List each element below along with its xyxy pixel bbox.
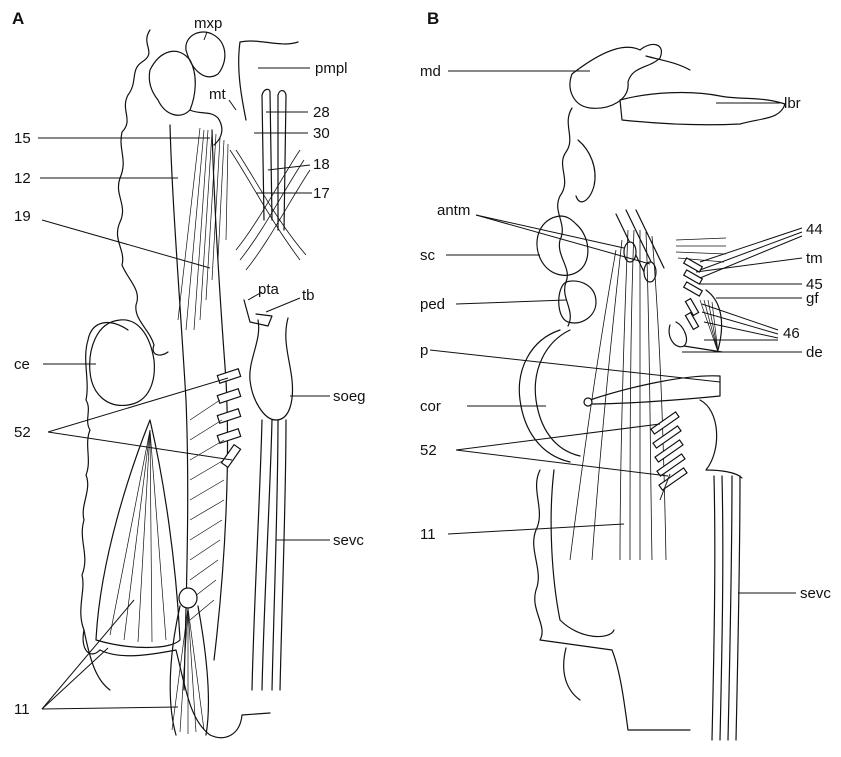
label-sevc-b: sevc [800,585,831,602]
label-tm: tm [806,250,823,267]
panel-b-drawing [430,44,802,740]
panel-letter-a: A [12,9,24,28]
label-52-a: 52 [14,424,31,441]
muscle-blocks-52-a [217,369,240,468]
label-46: 46 [783,325,800,342]
label-md: md [420,63,441,80]
gut-fan-muscles [685,290,721,352]
label-15: 15 [14,130,31,147]
label-44: 44 [806,221,823,238]
tentorial-muscles [676,238,726,296]
label-soeg: soeg [333,388,366,405]
label-de: de [806,344,823,361]
label-30: 30 [313,125,330,142]
panel-a-drawing [38,30,330,738]
label-p: p [420,342,428,359]
label-gf: gf [806,290,819,307]
lower-fan-a [96,420,180,648]
label-11-a: 11 [14,701,30,718]
muscle-blocks-52-b [651,412,687,500]
label-19: 19 [14,208,31,225]
crossing-fibers [230,150,310,270]
label-28: 28 [313,104,330,121]
label-pta: pta [258,281,280,298]
label-ce: ce [14,356,30,373]
label-ped: ped [420,296,445,313]
label-11-b: 11 [420,526,436,543]
panel-letter-b: B [427,9,439,28]
label-12: 12 [14,170,31,187]
bottom-fan-a [170,588,208,735]
label-sevc-a: sevc [333,532,364,549]
label-pmpl: pmpl [315,60,348,77]
label-tb: tb [302,287,315,304]
label-mxp: mxp [194,15,222,32]
label-antm: antm [437,202,470,219]
label-sc: sc [420,247,436,264]
label-52-b: 52 [420,442,437,459]
label-lbr: lbr [784,95,801,112]
label-18: 18 [313,156,330,173]
label-17: 17 [313,185,330,202]
hatched-region-a [190,400,224,620]
label-mt: mt [209,86,226,103]
label-cor: cor [420,398,441,415]
